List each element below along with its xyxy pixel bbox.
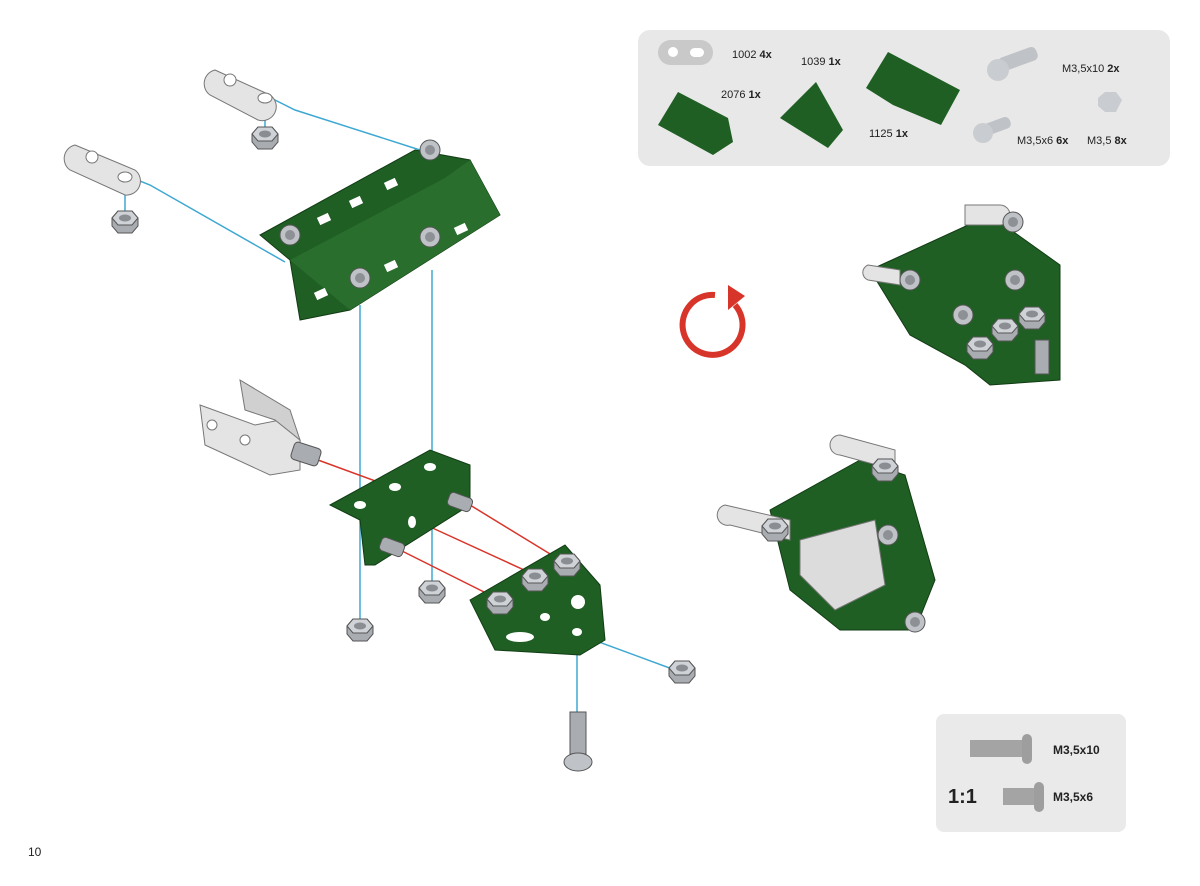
screw-scale-drawings <box>970 734 1044 812</box>
strip-1002 <box>63 69 277 196</box>
part-label-m35x6: M3,5x6 6x <box>1017 135 1069 147</box>
part-label-1002: 1002 4x <box>732 49 772 61</box>
scale-label-m35x10: M3,5x10 <box>1053 743 1100 757</box>
part-label-m35x10: M3,5x10 2x <box>1062 63 1120 75</box>
parts-thumbnails <box>658 40 1122 155</box>
channel-1125 <box>259 149 501 321</box>
scale-ratio: 1:1 <box>948 786 977 808</box>
part-label-m35-nut: M3,5 8x <box>1087 135 1127 147</box>
bolt-m35x10 <box>563 711 593 772</box>
parts-list-panel: 1002 4x 2076 1x 1039 1x 1125 1x M3,5x10 … <box>638 30 1170 166</box>
page-number: 10 <box>28 845 42 859</box>
clevis-part <box>199 379 322 476</box>
part-label-1039: 1039 1x <box>801 56 841 68</box>
angle-2076 <box>328 449 471 566</box>
rotate-arrow-icon <box>679 285 746 358</box>
assembled-view-1 <box>862 204 1061 386</box>
screw-scale-box: M3,5x10 M3,5x6 1:1 <box>936 714 1126 832</box>
scale-label-m35x6: M3,5x6 <box>1053 790 1094 804</box>
part-label-2076: 2076 1x <box>721 89 761 101</box>
assembled-view-2 <box>716 434 936 633</box>
part-label-1125: 1125 1x <box>869 128 908 140</box>
